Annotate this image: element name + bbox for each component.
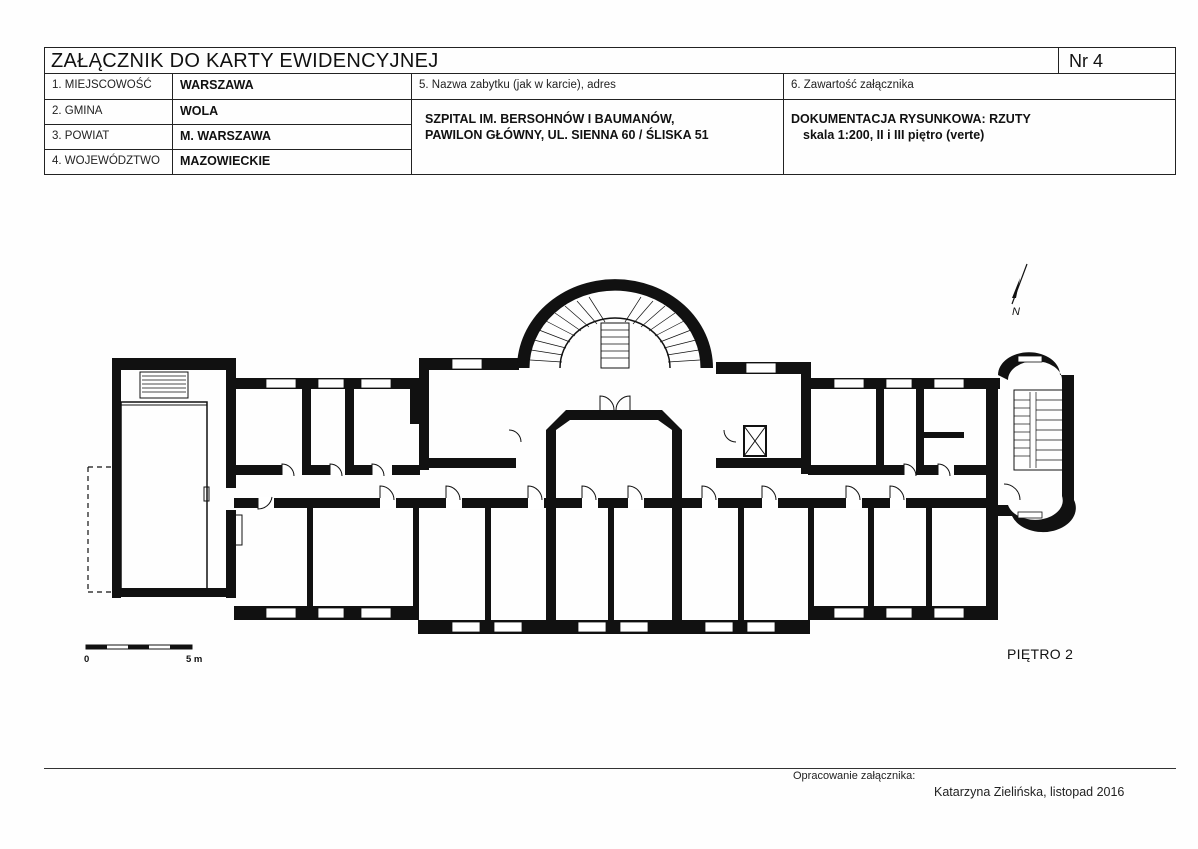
footer-divider (44, 768, 1176, 769)
floor-label: PIĘTRO 2 (1007, 646, 1074, 662)
contents-description: DOKUMENTACJA RYSUNKOWA: RZUTY skala 1:20… (791, 111, 1171, 143)
west-wing-interior (87, 371, 243, 593)
document-number: Nr 4 (1069, 51, 1104, 71)
grid-line (1058, 48, 1059, 74)
district-label: 3. POWIAT (52, 130, 110, 142)
voivodeship-label: 4. WOJEWÓDZTWO (52, 155, 160, 167)
grid-line (45, 124, 411, 125)
contents-label: 6. Zawartość załącznika (791, 79, 914, 91)
scale-bar (85, 644, 193, 650)
place-label: 1. MIEJSCOWOŚĆ (52, 79, 152, 91)
windows (265, 355, 1043, 633)
grid-line (45, 99, 411, 100)
grid-line (45, 149, 411, 150)
document-title: ZAŁĄCZNIK DO KARTY EWIDENCYJNEJ (51, 50, 439, 72)
rotunda-staircase (517, 279, 713, 369)
doors (257, 395, 1021, 510)
author-signature: Katarzyna Zielińska, listopad 2016 (934, 785, 1125, 799)
grid-line (45, 73, 1175, 74)
scale-start-label: 0 (84, 654, 90, 665)
grid-line (172, 73, 173, 175)
contents-line-1: DOKUMENTACJA RYSUNKOWA: RZUTY (791, 112, 1031, 126)
header-table: ZAŁĄCZNIK DO KARTY EWIDENCYJNEJ Nr 4 1. … (44, 47, 1176, 175)
north-arrow-icon (1011, 263, 1028, 305)
place-value: WARSZAWA (180, 78, 254, 92)
prepared-by-label: Opracowanie załącznika: (793, 770, 916, 782)
district-value: M. WARSZAWA (180, 129, 271, 143)
contents-line-2: skala 1:200, II i III piętro (verte) (803, 128, 985, 142)
scale-end-label: 5 m (186, 654, 203, 665)
grid-line (412, 99, 1175, 100)
monument-label: 5. Nazwa zabytku (jak w karcie), adres (419, 79, 616, 91)
north-label: N (1012, 306, 1020, 318)
exterior-walls (112, 358, 1000, 634)
commune-label: 2. GMINA (52, 105, 103, 117)
monument-name: SZPITAL IM. BERSOHNÓW I BAUMANÓW, PAWILO… (425, 111, 780, 143)
monument-line-1: SZPITAL IM. BERSOHNÓW I BAUMANÓW, (425, 112, 675, 126)
grid-line (411, 73, 412, 175)
voivodeship-value: MAZOWIECKIE (180, 154, 271, 168)
monument-line-2: PAWILON GŁÓWNY, UL. SIENNA 60 / ŚLISKA 5… (425, 128, 709, 142)
east-staircase (998, 352, 1076, 533)
grid-line (783, 73, 784, 175)
commune-value: WOLA (180, 104, 219, 118)
